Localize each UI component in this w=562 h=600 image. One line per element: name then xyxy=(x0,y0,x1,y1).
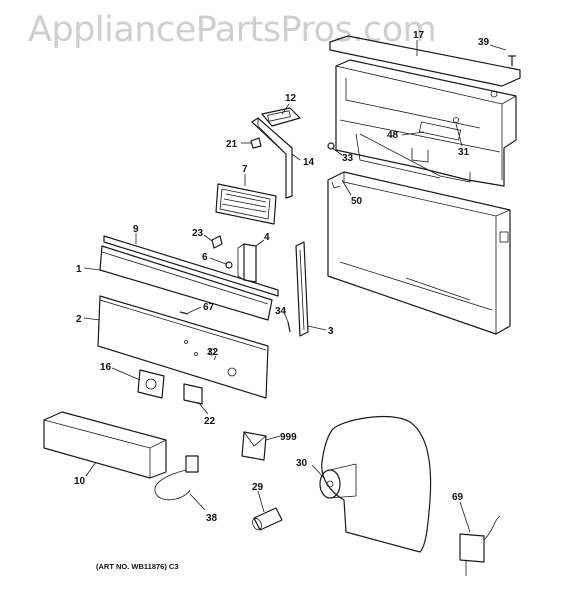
callout-1: 1 xyxy=(76,264,82,275)
part-34-screw[interactable] xyxy=(287,321,291,333)
part-50-lower-housing[interactable] xyxy=(327,171,511,335)
callout-999: 999 xyxy=(280,432,297,443)
callout-10: 10 xyxy=(74,476,86,487)
callout-31: 31 xyxy=(458,147,470,158)
part-14-side-bracket[interactable] xyxy=(251,117,293,199)
callout-3: 3 xyxy=(328,326,334,337)
callout-2: 2 xyxy=(76,314,82,325)
callout-29: 29 xyxy=(252,482,264,493)
callout-12: 12 xyxy=(285,93,297,104)
part-22-relay[interactable] xyxy=(183,383,203,405)
callout-14: 14 xyxy=(303,157,315,168)
part-69-wire-harness[interactable] xyxy=(459,515,501,576)
part-23-clip[interactable] xyxy=(211,235,223,249)
callout-38: 38 xyxy=(206,513,218,524)
part-9-trim-strip[interactable] xyxy=(103,235,279,297)
callout-6: 6 xyxy=(202,252,208,263)
watermark: AppliancePartsPros.com xyxy=(28,10,437,50)
top-chassis[interactable] xyxy=(335,59,517,187)
callout-7: 7 xyxy=(242,164,248,175)
part-30-blower[interactable] xyxy=(319,415,432,553)
callout-32: 32 xyxy=(207,347,219,358)
callout-39: 39 xyxy=(478,37,490,48)
callout-34: 34 xyxy=(275,306,287,317)
part-999-literature[interactable] xyxy=(241,431,267,461)
part-67-screw[interactable] xyxy=(179,311,189,315)
callout-67: 67 xyxy=(203,302,215,313)
art-number-label: (ART NO. WB11876) C3 xyxy=(96,562,179,571)
callout-17: 17 xyxy=(413,30,425,41)
part-3-channel[interactable] xyxy=(295,241,309,337)
part-17-top-cover[interactable] xyxy=(329,35,521,87)
callout-30: 30 xyxy=(296,458,308,469)
part-12-switch-bracket[interactable] xyxy=(261,107,301,127)
callout-69: 69 xyxy=(452,492,464,503)
part-6-nut[interactable] xyxy=(225,261,233,269)
part-29-capacitor[interactable] xyxy=(251,507,283,531)
part-7-filter[interactable] xyxy=(215,183,277,225)
part-10-box[interactable] xyxy=(43,411,167,479)
callout-9: 9 xyxy=(133,224,139,235)
callout-4: 4 xyxy=(264,232,270,243)
callout-33: 33 xyxy=(342,153,354,164)
callout-21: 21 xyxy=(226,139,238,150)
leader-lines xyxy=(83,40,507,533)
part-1-front-panel[interactable] xyxy=(99,245,273,321)
part-2-control-panel[interactable] xyxy=(97,295,269,399)
callout-numbers: 17 39 12 48 31 21 14 33 7 50 9 23 4 6 1 … xyxy=(74,30,490,524)
part-21-clip[interactable] xyxy=(250,137,262,149)
part-39-screw[interactable] xyxy=(508,55,516,66)
callout-48: 48 xyxy=(387,130,399,141)
callout-22: 22 xyxy=(204,416,216,427)
part-38-harness[interactable] xyxy=(154,455,199,501)
part-33-fastener[interactable] xyxy=(327,142,335,150)
part-16-switch[interactable] xyxy=(137,369,165,399)
callout-16: 16 xyxy=(100,362,112,373)
callout-23: 23 xyxy=(192,228,204,239)
callout-50: 50 xyxy=(351,196,363,207)
part-4-bracket[interactable] xyxy=(237,243,257,283)
